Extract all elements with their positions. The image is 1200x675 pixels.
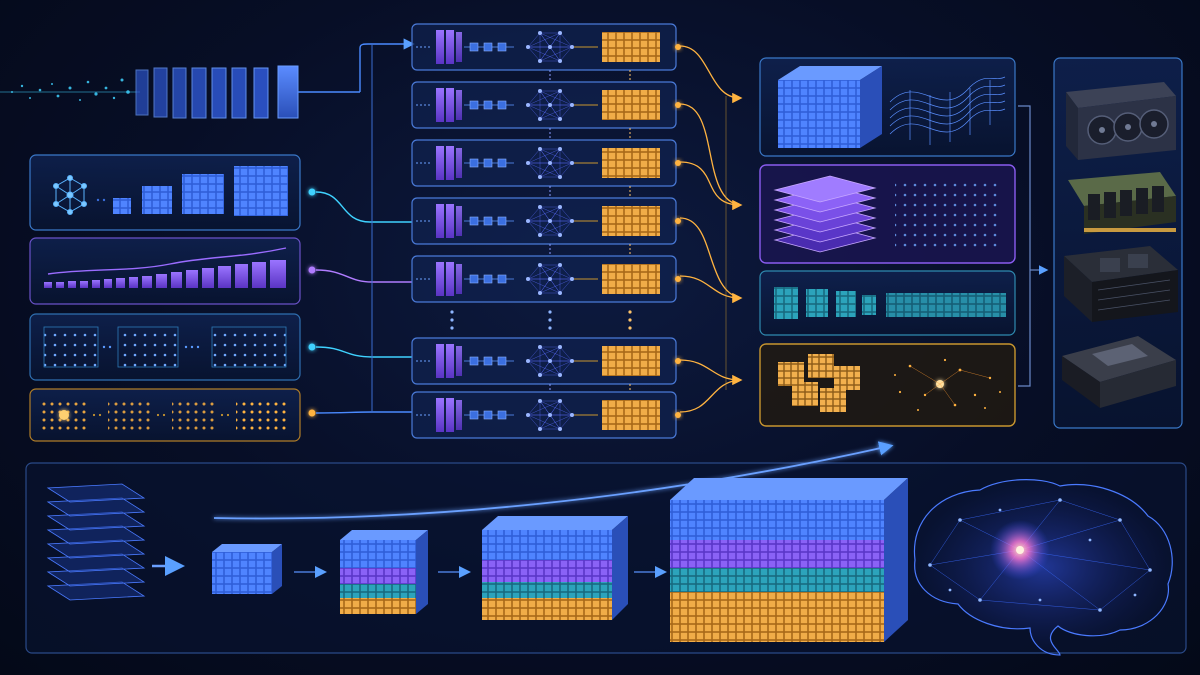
input-layer-icon <box>416 398 462 432</box>
input-layer-icon <box>416 146 462 180</box>
cube-1-icon <box>212 544 282 594</box>
token-chain-icon <box>464 42 514 52</box>
input-panel-dot-matrix-sequence <box>29 388 316 442</box>
output-panel-gold-cubes-constellation <box>759 343 1016 427</box>
token-chain-icon <box>464 356 514 366</box>
cube-4-icon <box>670 478 908 642</box>
tensor-cube-icon <box>778 66 882 148</box>
output-grid-icon <box>602 264 681 294</box>
grid-icon <box>211 326 287 368</box>
small-cube-icon <box>862 295 876 315</box>
memory-module-icon <box>1068 172 1176 234</box>
input-layer-icon <box>416 204 462 238</box>
bar-sequence-icon <box>44 260 286 288</box>
dot-matrix-icon <box>108 398 152 432</box>
input-panel-growing-bars <box>29 237 316 305</box>
input-layer-icon <box>416 88 462 122</box>
small-cube-icon <box>806 289 828 317</box>
pipeline-7 <box>411 391 681 439</box>
neural-net-icon <box>526 205 598 237</box>
dot-matrix-icon <box>172 398 216 432</box>
token-chain-icon <box>464 158 514 168</box>
stream-frames <box>135 65 299 119</box>
pipeline-5 <box>411 255 681 303</box>
input-layer-icon <box>416 30 462 64</box>
neural-net-icon <box>526 89 598 121</box>
gold-cube-cluster-icon <box>778 354 860 412</box>
brain-icon <box>913 479 1173 656</box>
output-grid-icon <box>602 400 681 430</box>
token-chain-icon <box>464 410 514 420</box>
output-grid-icon <box>602 32 681 62</box>
constellation-icon <box>894 358 1001 411</box>
neural-net-icon <box>526 147 598 179</box>
output-grid-icon <box>602 346 681 376</box>
input-panel-grid-sequence <box>29 313 316 381</box>
cube-2-icon <box>340 530 428 614</box>
scaling-panel <box>25 441 1187 656</box>
wave-surface-icon <box>889 76 1006 145</box>
grid-icon <box>117 326 179 368</box>
token-strip-icon <box>886 293 1006 317</box>
hardware-connector <box>1018 105 1049 387</box>
output-grid-icon <box>602 148 681 178</box>
input-layer-icon <box>416 262 462 296</box>
output-panel-cube-sequence-strip <box>759 270 1016 336</box>
pipeline-3 <box>411 139 681 198</box>
network-graph-icon <box>53 175 87 215</box>
dot-matrix-icon <box>40 398 88 432</box>
output-grid-icon <box>602 90 681 120</box>
point-cloud-icon <box>895 180 1000 250</box>
pipeline-column <box>411 23 681 439</box>
dot-matrix-icon <box>236 398 286 432</box>
layer-stack-icon <box>773 175 877 253</box>
pipeline-6 <box>411 337 681 392</box>
small-cube-icon <box>774 287 798 319</box>
output-grid-icon <box>602 206 681 236</box>
growth-trend-arrow <box>213 441 894 520</box>
large-cube-icon <box>182 174 224 214</box>
processor-chip-icon <box>1062 336 1176 408</box>
token-chain-icon <box>464 216 514 226</box>
hardware-panel <box>1053 57 1183 429</box>
output-panel-tensor-wave <box>759 57 1016 157</box>
grid-icon <box>43 326 99 368</box>
neural-net-icon <box>526 263 598 295</box>
cube-3-icon <box>482 516 628 620</box>
small-cube-icon <box>836 291 856 317</box>
input-panel-graph-to-cubes <box>29 154 316 231</box>
output-connectors <box>679 45 743 413</box>
neural-net-icon <box>526 345 598 377</box>
layer-stack-icon <box>46 483 146 601</box>
gpu-card-icon <box>1066 82 1176 160</box>
pipeline-1 <box>411 23 681 82</box>
ellipsis-icon <box>628 310 632 330</box>
ellipsis-icon <box>450 310 552 330</box>
neural-net-icon <box>526 399 598 431</box>
medium-cube-icon <box>142 186 172 214</box>
neural-net-icon <box>526 31 598 63</box>
pipeline-4 <box>411 197 681 256</box>
small-cube-icon <box>113 198 131 214</box>
input-connectors <box>315 38 415 414</box>
pipeline-2 <box>411 81 681 140</box>
token-chain-icon <box>464 274 514 284</box>
token-chain-icon <box>464 100 514 110</box>
input-layer-icon <box>416 344 462 378</box>
output-panel-layer-stack-pointcloud <box>759 164 1016 264</box>
accelerator-board-icon <box>1064 246 1178 322</box>
xlarge-cube-icon <box>234 166 288 216</box>
data-stream-icon <box>0 65 360 119</box>
